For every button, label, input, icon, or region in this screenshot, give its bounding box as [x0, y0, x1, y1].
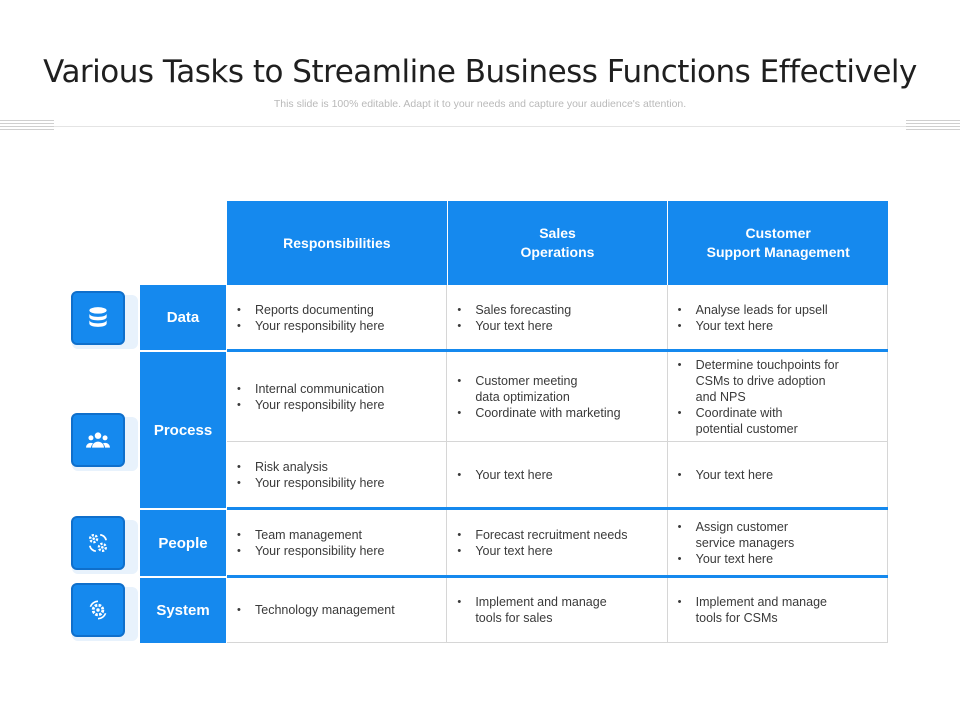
bullet-list: Forecast recruitment needsYour text here — [457, 527, 666, 559]
bullet-list: Technology management — [237, 602, 446, 618]
bullet-list: Implement and manage tools for CSMs — [678, 594, 887, 626]
team-icon — [86, 432, 110, 448]
list-item: Sales forecasting — [457, 302, 666, 318]
list-item: Your text here — [457, 467, 666, 483]
table-cell: Risk analysisYour responsibility here — [227, 442, 446, 508]
list-item: Customer meeting data optimization — [457, 373, 666, 405]
list-item: Determine touchpoints for CSMs to drive … — [678, 357, 887, 405]
title-divider — [54, 126, 906, 127]
table-row: Internal communicationYour responsibilit… — [227, 349, 888, 442]
list-item: Reports documenting — [237, 302, 446, 318]
list-item: Risk analysis — [237, 459, 446, 475]
process-icon-tile — [66, 413, 140, 471]
list-item: Your responsibility here — [237, 475, 446, 491]
people-icon-tile — [66, 516, 140, 574]
list-item: Your responsibility here — [237, 543, 446, 559]
table-cell: Team managementYour responsibility here — [227, 510, 446, 576]
header-responsibilities: Responsibilities — [227, 201, 447, 285]
table-cell: Assign customer service managersYour tex… — [666, 510, 888, 576]
decorative-hatch-left — [0, 120, 54, 131]
table-cell: Your text here — [446, 442, 666, 508]
bullet-list: Determine touchpoints for CSMs to drive … — [678, 357, 887, 437]
list-item: Technology management — [237, 602, 446, 618]
bullet-list: Implement and manage tools for sales — [457, 594, 666, 626]
table-row: Team managementYour responsibility here F… — [227, 507, 888, 577]
bullet-list: Internal communicationYour responsibilit… — [237, 381, 446, 413]
list-item: Your text here — [457, 543, 666, 559]
list-item: Your text here — [457, 318, 666, 334]
table-cell: Determine touchpoints for CSMs to drive … — [666, 352, 888, 441]
table-cell: Internal communicationYour responsibilit… — [227, 352, 446, 441]
table-cell: Implement and manage tools for CSMs — [666, 578, 888, 642]
row-label-process: Process — [140, 352, 226, 508]
list-item: Your responsibility here — [237, 397, 446, 413]
slide-subtitle: This slide is 100% editable. Adapt it to… — [273, 98, 687, 110]
bullet-list: Analyse leads for upsellYour text here — [678, 302, 887, 334]
bullet-list: Customer meeting data optimizationCoordi… — [457, 373, 666, 421]
row-label-system: System — [140, 578, 226, 643]
gear-cycle-icon — [89, 600, 107, 620]
table-cell: Technology management — [227, 578, 446, 642]
data-icon-tile — [66, 291, 140, 349]
table-row: Reports documentingYour responsibility h… — [227, 285, 888, 351]
table-header-row: Responsibilities Sales Operations Custom… — [227, 201, 889, 285]
list-item: Implement and manage tools for sales — [457, 594, 666, 626]
slide-title: Various Tasks to Streamline Business Fun… — [43, 54, 917, 90]
table-row: Technology management Implement and manag… — [227, 575, 888, 643]
list-item: Analyse leads for upsell — [678, 302, 887, 318]
bullet-list: Assign customer service managersYour tex… — [678, 519, 887, 567]
list-item: Implement and manage tools for CSMs — [678, 594, 887, 626]
header-customer-support: Customer Support Management — [667, 201, 889, 285]
row-label-people: People — [140, 510, 226, 576]
list-item: Your text here — [678, 318, 887, 334]
list-item: Coordinate with potential customer — [678, 405, 887, 437]
row-label-data: Data — [140, 285, 226, 350]
table-cell: Forecast recruitment needsYour text here — [446, 510, 666, 576]
list-item: Assign customer service managers — [678, 519, 887, 551]
bullet-list: Reports documentingYour responsibility h… — [237, 302, 446, 334]
list-item: Your text here — [678, 467, 887, 483]
bullet-list: Your text here — [457, 467, 666, 483]
decorative-hatch-right — [906, 120, 960, 131]
bullet-list: Your text here — [678, 467, 887, 483]
list-item: Coordinate with marketing — [457, 405, 666, 421]
list-item: Your responsibility here — [237, 318, 446, 334]
system-icon-tile — [66, 583, 140, 641]
table-row: Risk analysisYour responsibility hereYou… — [227, 442, 888, 509]
bullet-list: Team managementYour responsibility here — [237, 527, 446, 559]
table-cell: Reports documentingYour responsibility h… — [227, 285, 446, 350]
list-item: Team management — [237, 527, 446, 543]
gears-cycle-icon — [89, 534, 107, 552]
list-item: Your text here — [678, 551, 887, 567]
table-cell: Your text here — [666, 442, 888, 508]
bullet-list: Sales forecastingYour text here — [457, 302, 666, 334]
table-cell: Sales forecastingYour text here — [446, 285, 666, 350]
table-cell: Customer meeting data optimizationCoordi… — [446, 352, 666, 441]
database-icon — [89, 307, 107, 327]
list-item: Forecast recruitment needs — [457, 527, 666, 543]
bullet-list: Risk analysisYour responsibility here — [237, 459, 446, 491]
table-cell: Analyse leads for upsellYour text here — [666, 285, 888, 350]
list-item: Internal communication — [237, 381, 446, 397]
table-cell: Implement and manage tools for sales — [446, 578, 666, 642]
header-sales-operations: Sales Operations — [446, 201, 668, 285]
